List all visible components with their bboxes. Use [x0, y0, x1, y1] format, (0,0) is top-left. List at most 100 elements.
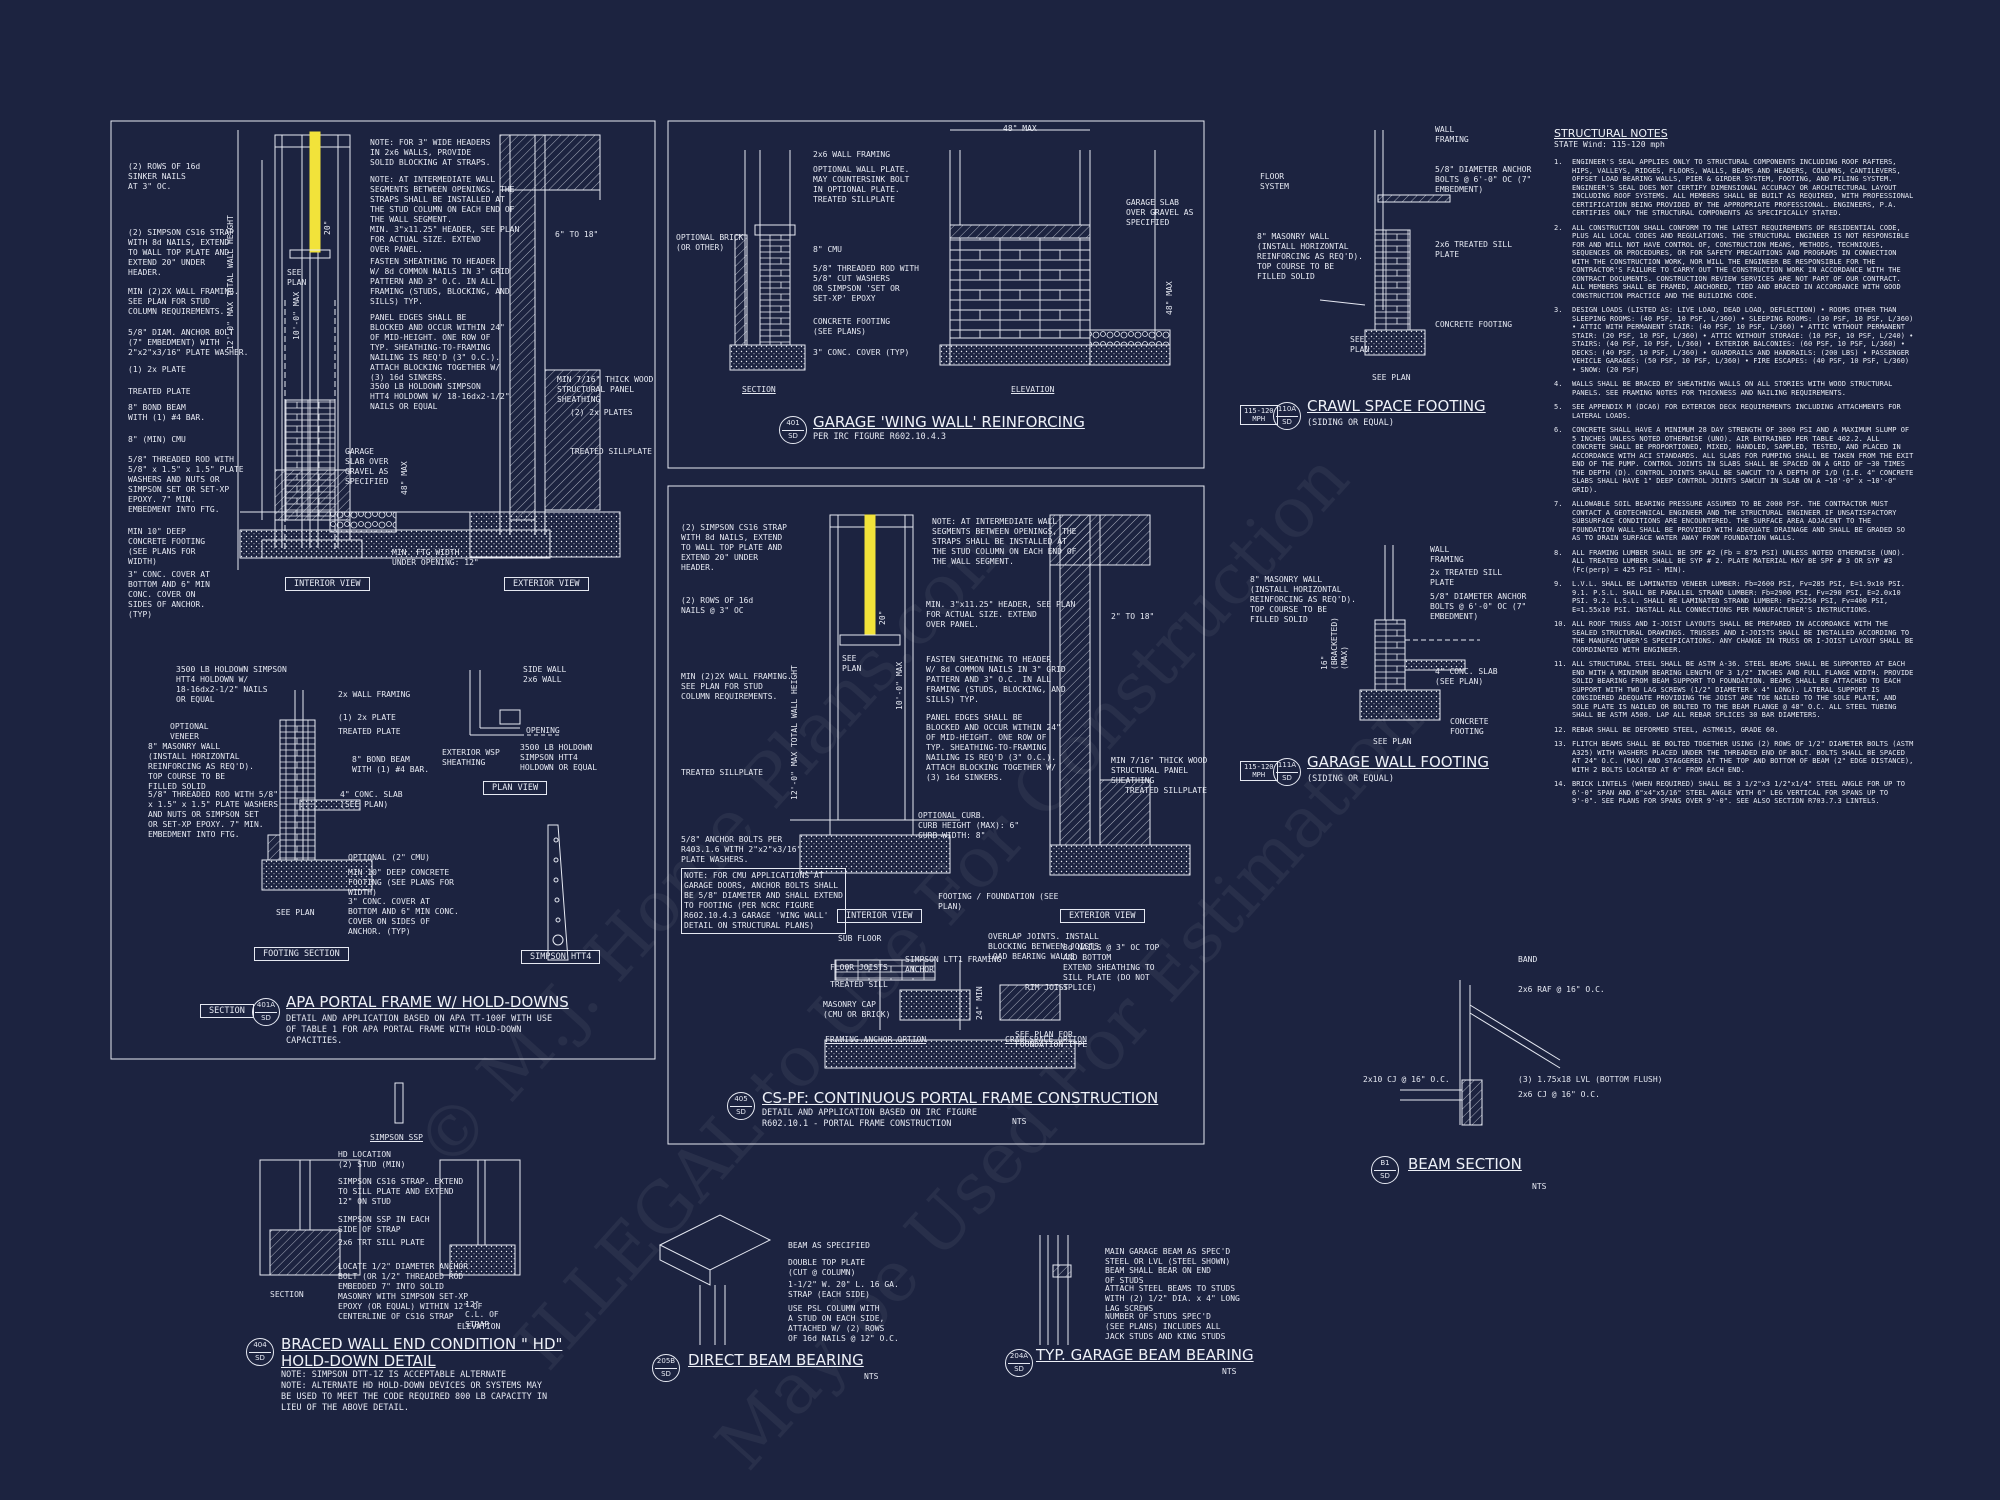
cspf-label: 8d NAILS @ 3" OC TOP AND BOTTOM	[1063, 943, 1160, 962]
note-number: 6.	[1554, 426, 1563, 434]
beam-label: 2x6 RAF @ 16" O.C.	[1518, 985, 1605, 994]
portal-label: (2) SIMPSON CS16 STRAP WITH 8d NAILS, EX…	[128, 228, 234, 277]
cspf-label: (2) SIMPSON CS16 STRAP WITH 8d NAILS, EX…	[681, 523, 787, 572]
note-number: 5.	[1554, 403, 1563, 411]
detail-title: BRACED WALL END CONDITION " HD" HOLD-DOW…	[281, 1335, 563, 1370]
cspf-dim: 12'-0" MAX TOTAL WALL HEIGHT	[790, 665, 799, 800]
braced-label: LOCATE 1/2" DIAMETER ANCHOR BOLT (OR 1/2…	[338, 1262, 483, 1321]
portal-dim: 48" MAX	[400, 461, 409, 495]
note-item: 9.L.V.L. SHALL BE LAMINATED VENEER LUMBE…	[1554, 580, 1914, 614]
note-number: 2.	[1554, 223, 1563, 232]
garage-wall-dim: 16" (BRACKETED) (MAX)	[1320, 617, 1349, 670]
cspf-label: MIN 7/16" THICK WOOD STRUCTURAL PANEL SH…	[1111, 756, 1208, 785]
note-text: REBAR SHALL BE DEFORMED STEEL, ASTM615, …	[1572, 725, 1779, 734]
cspf-label: SIMPSON LTT1 FRAMING ANCHOR	[905, 955, 1002, 974]
beam-label: 2x10 CJ @ 16" O.C.	[1363, 1075, 1450, 1084]
nts-label: NTS	[1532, 1182, 1547, 1191]
portal-dim: 10'-0" MAX	[292, 291, 301, 340]
wing-label: 2x6 WALL FRAMING	[813, 150, 891, 159]
exterior-view-tag: EXTERIOR VIEW	[504, 577, 589, 591]
plan-label: 3500 LB HOLDOWN SIMPSON HTT4 HOLDOWN OR …	[520, 743, 598, 772]
cspf-label: TREATED SILL	[830, 980, 888, 989]
portal-dim: 20"	[323, 220, 332, 235]
note-text: ALL CONSTRUCTION SHALL CONFORM TO THE LA…	[1572, 223, 1910, 300]
notes-title: STRUCTURAL NOTES	[1554, 127, 1668, 140]
braced-label: SIMPSON SSP	[370, 1133, 423, 1142]
wing-label: OPTIONAL WALL PLATE. MAY COUNTERSINK BOL…	[813, 165, 910, 194]
plan-label: SIDE WALL	[523, 665, 567, 674]
note-number: 7.	[1554, 500, 1563, 508]
portal-label: FASTEN SHEATHING TO HEADER W/ 8d COMMON …	[370, 257, 510, 306]
cspf-see-plan: SEE PLAN	[842, 654, 862, 673]
plan-view-tag: PLAN VIEW	[483, 781, 548, 795]
braced-label: SIMPSON CS16 STRAP. EXTEND TO SILL PLATE…	[338, 1177, 464, 1206]
cspf-label: NOTE: AT INTERMEDIATE WALL SEGMENTS BETW…	[932, 517, 1077, 566]
detail-title: DIRECT BEAM BEARING	[688, 1351, 864, 1369]
footing-label: 4" CONC. SLAB (SEE PLAN)	[340, 790, 403, 809]
portal-label: MIN 10" DEEP CONCRETE FOOTING (SEE PLANS…	[128, 527, 206, 566]
note-item: 3.DESIGN LOADS (LISTED AS: LIVE LOAD, DE…	[1554, 306, 1914, 374]
portal-label: MIN (2)2X WALL FRAMING. SEE PLAN FOR STU…	[128, 287, 239, 316]
interior-view-tag: INTERIOR VIEW	[837, 909, 922, 923]
cspf-label: MIN. 3"x11.25" HEADER, SEE PLAN FOR ACTU…	[926, 600, 1076, 629]
cspf-label: EXTEND SHEATHING TO SILL PLATE (DO NOT S…	[1063, 963, 1155, 992]
crawl-label: 5/8" DIAMETER ANCHOR BOLTS @ 6'-0" OC (7…	[1435, 165, 1532, 194]
detail-title: TYP. GARAGE BEAM BEARING	[1036, 1346, 1254, 1364]
crawl-label: WALL FRAMING	[1435, 125, 1469, 144]
note-item: 12.REBAR SHALL BE DEFORMED STEEL, ASTM61…	[1554, 726, 1914, 735]
portal-label: GARAGE SLAB OVER GRAVEL AS SPECIFIED	[345, 447, 389, 486]
portal-label: MIN. FTG WIDTH UNDER OPENING: 12"	[392, 548, 479, 567]
portal-label: 8" (MIN) CMU	[128, 435, 186, 444]
note-number: 13.	[1554, 740, 1567, 748]
wing-label: CONCRETE FOOTING (SEE PLANS)	[813, 317, 891, 336]
portal-label: PANEL EDGES SHALL BE BLOCKED AND OCCUR W…	[370, 313, 505, 382]
detail-title: CS-PF: CONTINUOUS PORTAL FRAME CONSTRUCT…	[762, 1089, 1159, 1107]
note-item: 5.SEE APPENDIX M (DCA6) FOR EXTERIOR DEC…	[1554, 403, 1914, 420]
wing-elevation-tag: ELEVATION	[1011, 385, 1055, 394]
note-item: 2. ALL CONSTRUCTION SHALL CONFORM TO THE …	[1554, 224, 1914, 301]
portal-label: 5/8" THREADED ROD WITH 5/8" x 1.5" x 1.5…	[128, 455, 244, 514]
portal-label: (2) ROWS OF 16d SINKER NAILS AT 3" OC.	[128, 162, 201, 191]
footing-label: 3" CONC. COVER AT BOTTOM AND 6" MIN CONC…	[348, 897, 459, 936]
note-text: DESIGN LOADS (LISTED AS: LIVE LOAD, DEAD…	[1572, 306, 1914, 374]
cspf-label: 5/8" ANCHOR BOLTS PER R403.1.6 WITH 2"x2…	[681, 835, 802, 864]
notes-list: 1.ENGINEER'S SEAL APPLIES ONLY TO STRUCT…	[1554, 158, 1914, 812]
cspf-label: FRAMING ANCHOR OPTION	[825, 1035, 927, 1044]
note-item: 10.ALL ROOF TRUSS AND I-JOIST LAYOUTS SH…	[1554, 620, 1914, 654]
footing-label: OPTIONAL (2" CMU)	[348, 853, 430, 862]
cspf-label: MASONRY CAP (CMU OR BRICK)	[823, 1000, 891, 1019]
braced-label: 12" C.L. OF STRAP	[465, 1300, 499, 1329]
footing-label: 8" BOND BEAM WITH (1) #4 BAR.	[352, 755, 430, 774]
detail-subtitle: (SIDING OR EQUAL)	[1307, 774, 1394, 784]
footing-section-tag: FOOTING SECTION	[254, 947, 349, 961]
detail-title: GARAGE 'WING WALL' REINFORCING	[813, 413, 1085, 431]
crawl-label: 2x6 TREATED SILL PLATE	[1435, 240, 1513, 259]
footing-label: 5/8" THREADED ROD WITH 5/8" x 1.5" x 1.5…	[148, 790, 279, 839]
wing-label: 8" CMU	[813, 245, 842, 254]
wing-label: GARAGE SLAB OVER GRAVEL AS SPECIFIED	[1126, 198, 1194, 227]
note-item: 11.ALL STRUCTURAL STEEL SHALL BE ASTM A-…	[1554, 660, 1914, 720]
garage-wall-label: 4" CONC. SLAB (SEE PLAN)	[1435, 667, 1498, 686]
plan-label: 2x6 WALL	[523, 675, 562, 684]
interior-view-tag: INTERIOR VIEW	[285, 577, 370, 591]
wing-label: 48" MAX	[1165, 281, 1174, 315]
portal-label: NOTE: FOR 3" WIDE HEADERS IN 2x6 WALLS, …	[370, 138, 491, 167]
portal-see-plan: SEE PLAN	[287, 268, 307, 287]
plan-label: OPENING	[526, 726, 560, 735]
garage-beam-label: NUMBER OF STUDS SPEC'D (SEE PLANS) INCLU…	[1105, 1312, 1226, 1341]
note-text: ENGINEER'S SEAL APPLIES ONLY TO STRUCTUR…	[1572, 158, 1914, 217]
wing-label: OPTIONAL BRICK (OR OTHER)	[676, 233, 744, 252]
cspf-note: NOTE: FOR CMU APPLICATIONS AT GARAGE DOO…	[681, 868, 846, 934]
footing-label: MIN 10" DEEP CONCRETE FOOTING (SEE PLANS…	[348, 868, 454, 897]
portal-dim: 12'-0" MAX TOTAL WALL HEIGHT	[226, 215, 235, 350]
braced-label: HD LOCATION (2) STUD (MIN)	[338, 1150, 406, 1169]
note-item: 6.CONCRETE SHALL HAVE A MINIMUM 28 DAY S…	[1554, 426, 1914, 494]
wing-label: TREATED SILLPLATE	[813, 195, 895, 204]
note-text: ALL FRAMING LUMBER SHALL BE SPF #2 (Fb =…	[1572, 548, 1905, 574]
braced-label: SECTION	[270, 1290, 304, 1299]
